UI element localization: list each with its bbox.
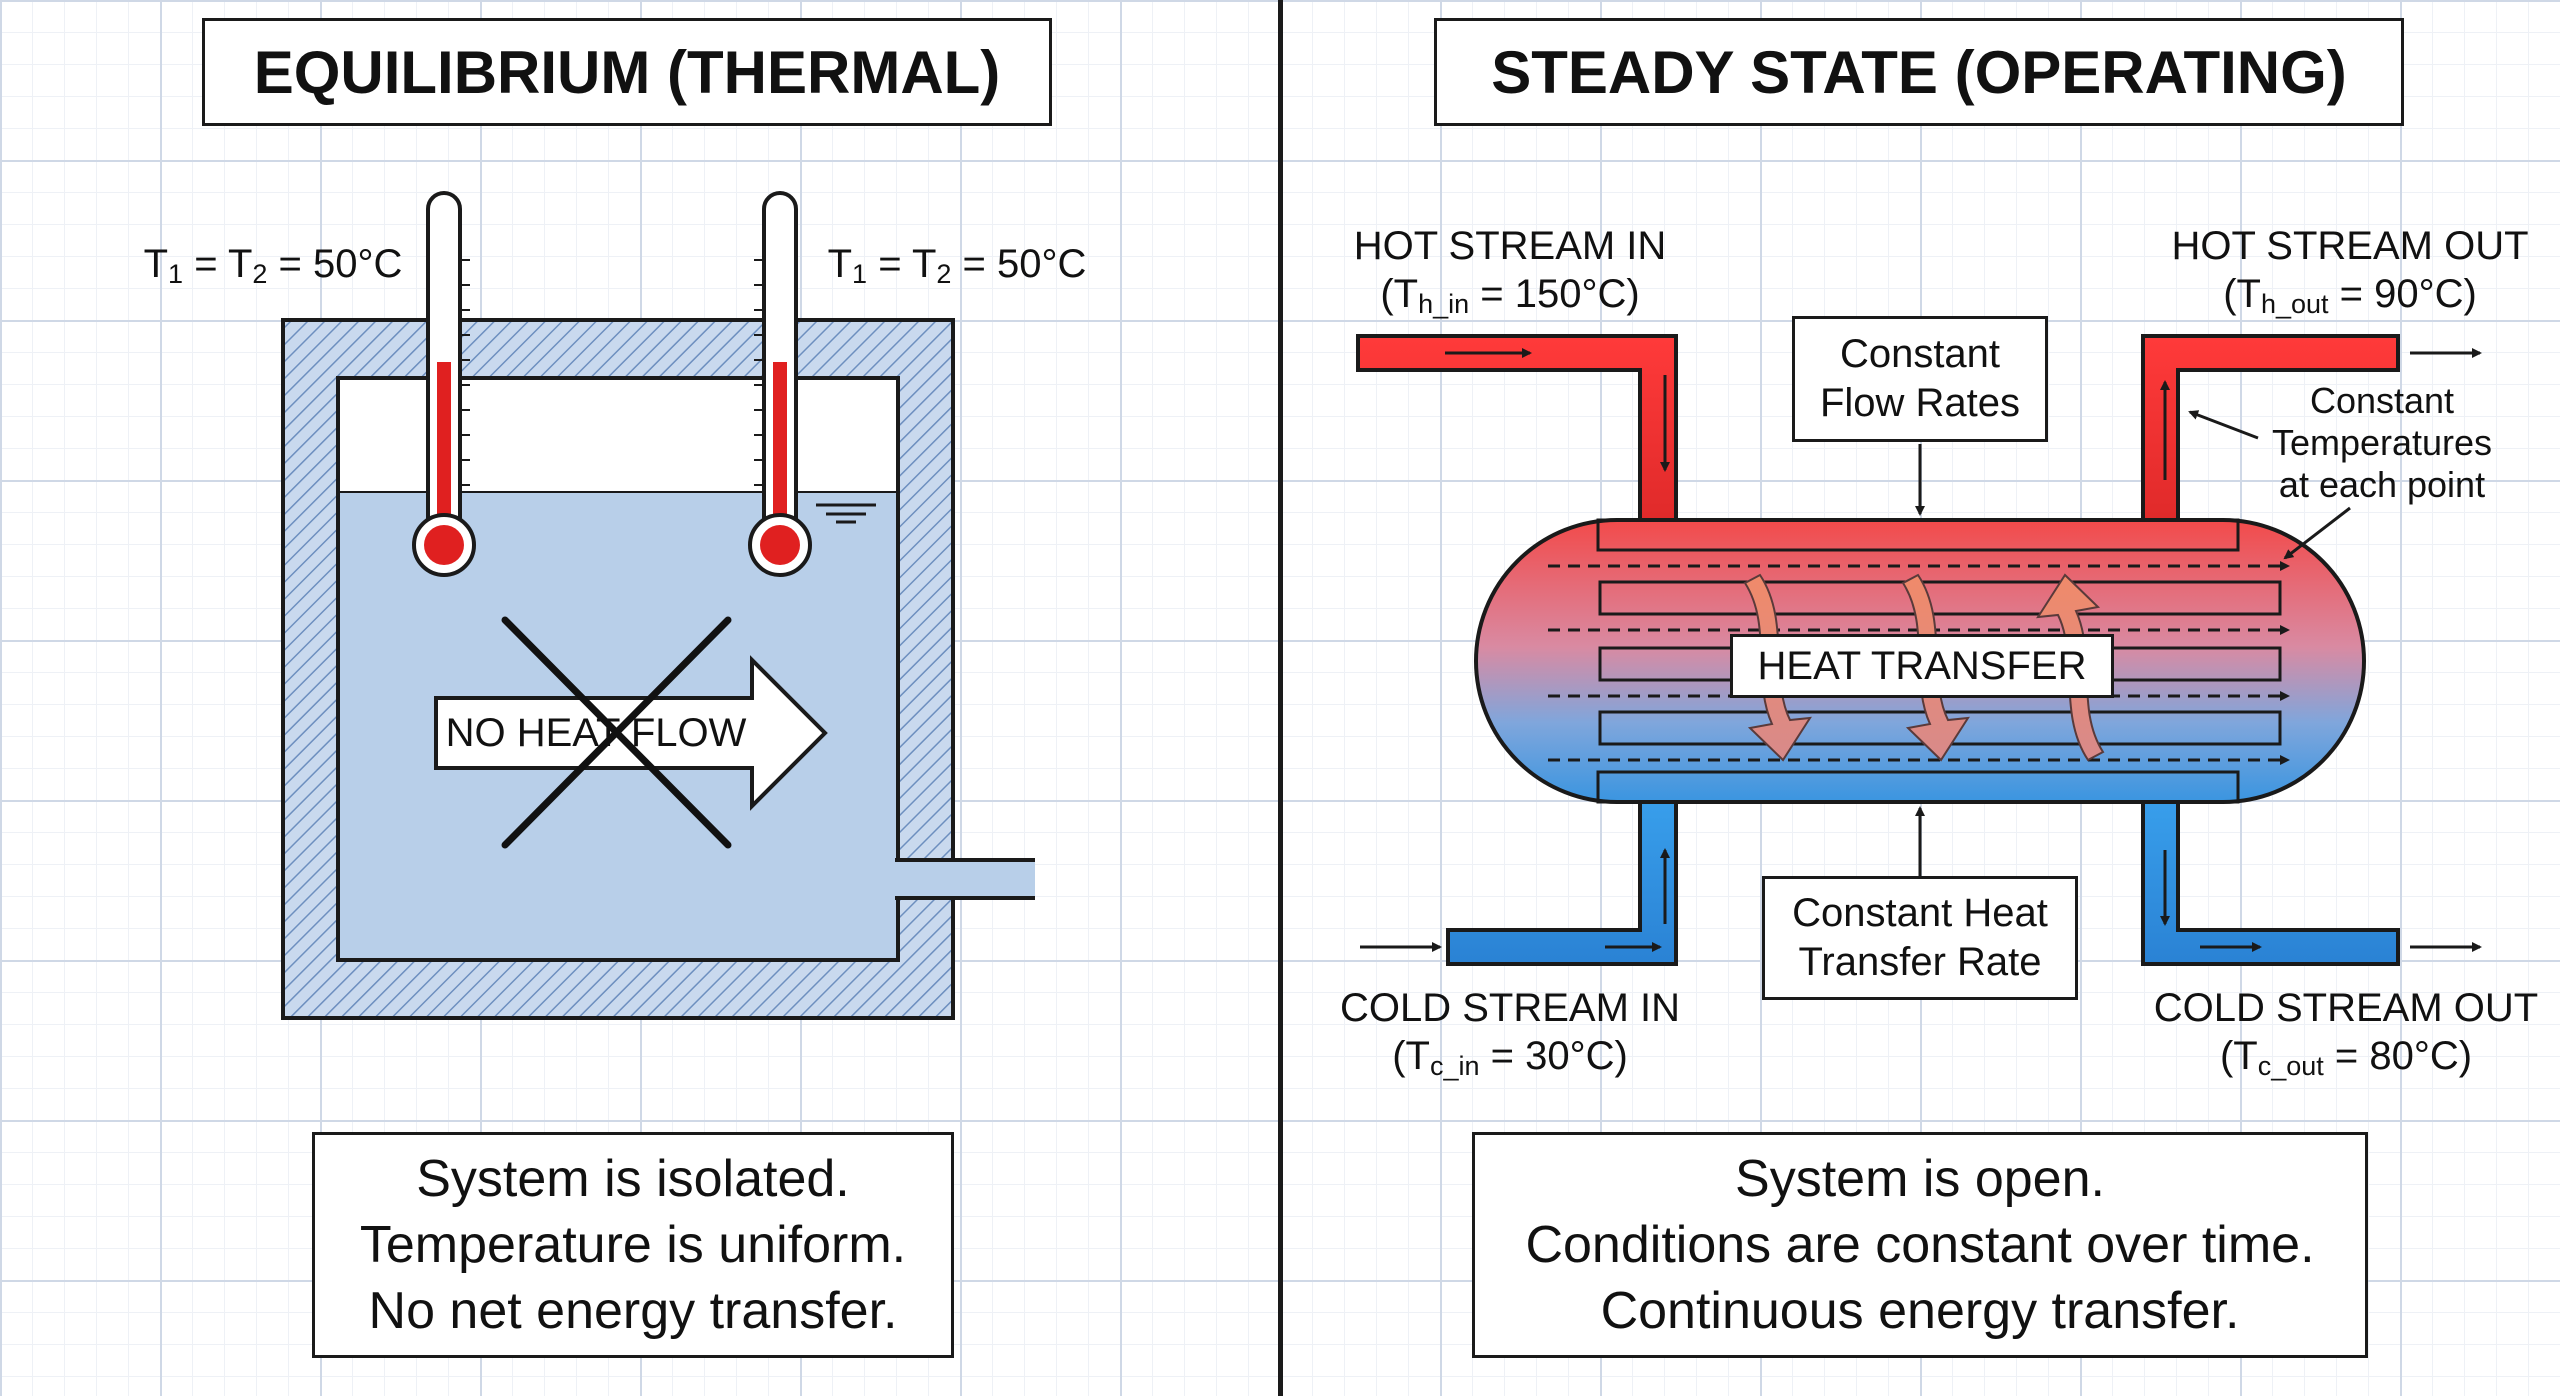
temp-subscript: 1 [852,259,868,289]
temp-symbol: T [143,242,169,286]
stream-temp: (Th_out = 90°C) [2148,270,2552,328]
stream-name: HOT STREAM IN [1353,224,1667,268]
thermometer-left-icon [412,191,476,577]
summary-line: System is open. [1735,1150,2105,1208]
summary-line: Continuous energy transfer. [1600,1282,2240,1340]
temp-symbol: (T [1392,1034,1430,1078]
temp-subscript: 2 [936,259,952,289]
water-level-symbol [816,503,876,524]
thermometer-left-label: T1 = T2 = 50°C [128,240,418,298]
temp-symbol: (T [1380,272,1419,316]
equilibrium-summary: System is isolated. Temperature is unifo… [312,1132,954,1358]
cold-stream-in-label: COLD STREAM IN (Tc_in = 30°C) [1310,984,1710,1090]
constant-flow-rates-label: Constant Flow Rates [1792,316,2048,442]
cold-stream-outlet-pipe [2141,778,2400,966]
hot-stream-inlet-pipe [1356,334,1678,522]
stream-temp: (Tc_out = 80°C) [2136,1032,2556,1090]
temp-equals: = T [867,242,937,286]
constant-heat-transfer-rate-label: Constant Heat Transfer Rate [1762,876,2078,1000]
insulated-tank [281,318,1035,1020]
summary-line: System is isolated. [416,1150,850,1208]
stream-name: COLD STREAM OUT [2153,986,2539,1030]
temp-subscript: h_in [1418,289,1470,319]
temp-value: = 150°C) [1469,272,1640,316]
panel-divider [1278,0,1283,1396]
label-leader-lines [1915,410,2351,876]
temp-equals: = T [183,242,253,286]
steady-state-title-text: STEADY STATE (OPERATING) [1491,38,2347,106]
label-line: Flow Rates [1819,381,2021,425]
stream-name: COLD STREAM IN [1339,986,1681,1030]
outlet-pipe [895,858,1035,900]
temp-value: = 50°C [267,242,403,286]
steady-state-title: STEADY STATE (OPERATING) [1434,18,2404,126]
thermometer-right-icon [748,191,812,577]
temp-symbol: (T [2223,272,2261,316]
temp-subscript: 1 [168,259,184,289]
temp-value: = 90°C) [2328,272,2477,316]
temp-subscript: h_out [2260,289,2329,319]
temp-symbol: (T [2219,1034,2258,1078]
temp-value: = 30°C) [1479,1034,1628,1078]
label-line: Constant [1839,332,2001,376]
temp-subscript: c_out [2257,1051,2324,1081]
summary-line: Conditions are constant over time. [1525,1216,2315,1274]
stream-direction-arrows [1360,348,2482,952]
cold-stream-inlet-pipe [1446,778,1678,966]
temp-symbol: T [827,242,853,286]
no-heat-flow-label: NO HEAT FLOW [445,711,747,755]
steady-state-summary: System is open. Conditions are constant … [1472,1132,2368,1358]
label-line: Constant [2309,380,2455,421]
constant-temperatures-label: Constant Temperatures at each point [2252,380,2512,506]
summary-line: No net energy transfer. [368,1282,898,1340]
equilibrium-title: EQUILIBRIUM (THERMAL) [202,18,1052,126]
stream-name: HOT STREAM OUT [2171,224,2529,268]
stream-temp: (Th_in = 150°C) [1310,270,1710,328]
heat-transfer-label: HEAT TRANSFER [1730,634,2114,698]
temp-value: = 80°C) [2323,1034,2473,1078]
hot-stream-in-label: HOT STREAM IN (Th_in = 150°C) [1310,222,1710,328]
temp-subscript: 2 [252,259,268,289]
thermometer-right-label: T1 = T2 = 50°C [812,240,1102,298]
temp-value: = 50°C [951,242,1087,286]
equilibrium-title-text: EQUILIBRIUM (THERMAL) [253,38,1001,106]
cold-stream-out-label: COLD STREAM OUT (Tc_out = 80°C) [2136,984,2556,1090]
stream-temp: (Tc_in = 30°C) [1310,1032,1710,1090]
temp-subscript: c_in [1429,1051,1480,1081]
label-line: Constant Heat [1792,891,2048,935]
label-line: Transfer Rate [1798,940,2042,984]
hot-stream-out-label: HOT STREAM OUT (Th_out = 90°C) [2148,222,2552,328]
label-line: Temperatures [2271,422,2493,463]
label-line: at each point [2278,464,2486,505]
summary-line: Temperature is uniform. [359,1216,907,1274]
